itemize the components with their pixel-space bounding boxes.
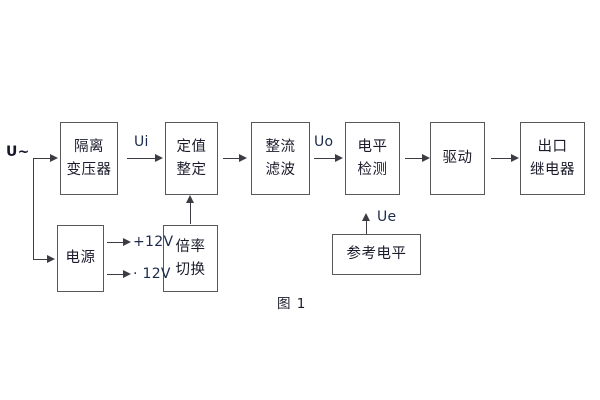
arrowhead-setting-to-rectify: [239, 153, 247, 162]
block-output-relay-line-2: 继电器: [530, 161, 575, 178]
block-setting-adjust[interactable]: 定值 整定: [165, 122, 218, 195]
arrowhead-to-power-supply: [47, 254, 55, 263]
connector-drive-to-output-relay: [491, 158, 513, 159]
block-multiplier-switch-line-2: 切换: [175, 261, 206, 278]
arrowhead-level-detect-to-drive: [422, 153, 430, 162]
label-rail-negative: · 12V: [133, 266, 171, 282]
connector-level-detect-to-drive: [405, 158, 424, 159]
connector-rail-positive: [107, 242, 125, 243]
connector-bus-to-power-supply: [33, 259, 49, 260]
arrowhead-rail-negative: [123, 269, 131, 278]
block-reference-level[interactable]: 参考电平: [332, 234, 421, 275]
label-uo: Uo: [314, 134, 334, 150]
block-output-relay[interactable]: 出口 继电器: [520, 122, 585, 195]
label-ui: Ui: [134, 134, 149, 150]
block-multiplier-switch[interactable]: 倍率 切换: [163, 225, 218, 292]
block-output-relay-line-1: 出口: [537, 139, 568, 156]
block-rectify-filter-line-1: 整流: [265, 139, 296, 156]
block-power-supply-line-1: 电源: [65, 250, 96, 267]
arrowhead-rail-positive: [123, 237, 131, 246]
arrowhead-multiplier-to-setting: [185, 195, 194, 203]
arrowhead-reference-to-level-detect: [361, 213, 370, 221]
connector-setting-to-rectify: [223, 158, 241, 159]
connector-rectify-to-level-detect: [314, 158, 337, 159]
arrowhead-isolation-to-setting: [155, 153, 163, 162]
block-rectify-filter[interactable]: 整流 滤波: [251, 122, 310, 195]
block-drive-line-1: 驱动: [442, 150, 473, 167]
label-rail-positive: +12V: [133, 234, 174, 250]
block-setting-adjust-line-1: 定值: [176, 139, 207, 156]
block-reference-level-line-1: 参考电平: [346, 246, 407, 263]
label-input-ac: U~: [6, 144, 30, 160]
arrowhead-rectify-to-level-detect: [335, 153, 343, 162]
label-ue: Ue: [377, 209, 397, 225]
connector-rail-negative: [107, 274, 125, 275]
block-isolation-transformer-line-2: 变压器: [66, 161, 112, 178]
block-power-supply[interactable]: 电源: [57, 225, 104, 292]
block-level-detect[interactable]: 电平 检测: [345, 122, 400, 195]
arrowhead-to-isolation-transformer: [50, 153, 58, 162]
connector-multiplier-to-setting: [190, 201, 191, 224]
connector-bus-to-isolation-transformer: [33, 158, 52, 159]
connector-reference-to-level-detect: [366, 221, 367, 234]
arrowhead-drive-to-output-relay: [511, 153, 519, 162]
block-level-detect-line-1: 电平: [357, 139, 388, 156]
block-multiplier-switch-line-1: 倍率: [175, 239, 206, 256]
block-setting-adjust-line-2: 整定: [176, 161, 207, 178]
block-drive[interactable]: 驱动: [430, 122, 485, 195]
block-isolation-transformer-line-1: 隔离: [74, 139, 104, 156]
connector-input-bus-vertical: [33, 158, 34, 259]
figure-caption: 图 1: [277, 296, 307, 312]
block-level-detect-line-2: 检测: [357, 161, 388, 178]
block-rectify-filter-line-2: 滤波: [265, 161, 296, 178]
block-isolation-transformer[interactable]: 隔离 变压器: [60, 122, 118, 195]
connector-isolation-to-setting: [127, 158, 157, 159]
